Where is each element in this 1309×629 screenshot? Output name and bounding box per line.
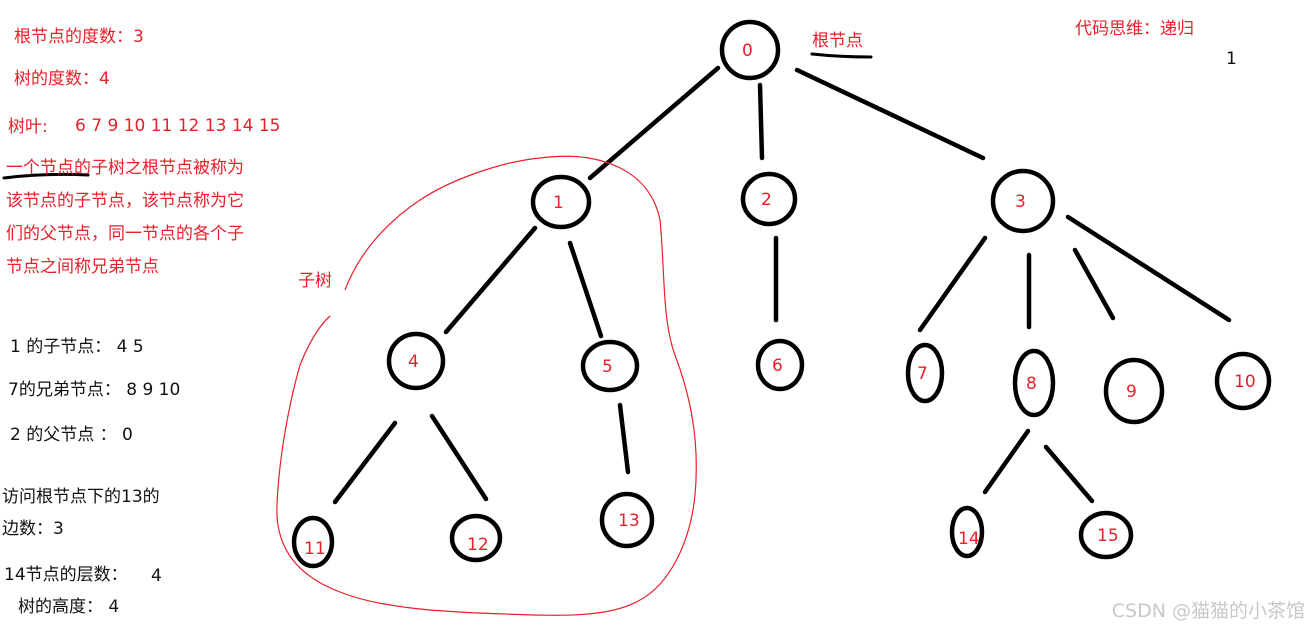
leaves-values: 6 7 9 10 11 12 13 14 15 — [75, 116, 281, 136]
node-circle-2 — [740, 171, 798, 227]
edges-to-13-note-line2: 边数：3 — [2, 519, 64, 539]
node-label-3: 3 — [1015, 192, 1026, 212]
node-label-9: 9 — [1126, 382, 1137, 402]
subtree-outline — [276, 155, 697, 616]
node-circle-7 — [905, 342, 945, 404]
subtree-label: 子树 — [298, 271, 332, 291]
root-degree-note: 根节点的度数：3 — [14, 27, 144, 47]
level-of-14-note: 14节点的层数： — [4, 565, 128, 585]
edge-0-3 — [794, 67, 986, 161]
node-circle-9 — [1103, 357, 1165, 425]
parent-of-2-note: 2 的父节点 ： 0 — [10, 425, 133, 445]
node-1: 1 — [530, 174, 592, 230]
approach-value: 1 — [1226, 49, 1237, 69]
node-10: 10 — [1214, 351, 1272, 411]
node-label-6: 6 — [772, 356, 783, 376]
node-circle-0 — [719, 19, 781, 81]
tree-edges — [332, 65, 1232, 505]
node-11: 11 — [291, 515, 335, 569]
node-label-10: 10 — [1234, 372, 1256, 392]
node-circle-11 — [291, 515, 335, 569]
edge-3-7 — [917, 235, 988, 333]
node-circle-13 — [599, 491, 655, 549]
node-12: 12 — [449, 513, 503, 563]
node-label-2: 2 — [761, 190, 772, 210]
level-of-14-value: 4 — [151, 566, 162, 586]
node-14: 14 — [949, 505, 985, 559]
node-2: 2 — [740, 171, 798, 227]
edges-to-13-note-line1: 访问根节点下的13的 — [2, 487, 160, 507]
watermark: CSDN @猫猫的小茶馆 — [1111, 600, 1305, 622]
root-label-underline — [810, 52, 873, 59]
siblings-of-7-note: 7的兄弟节点： 8 9 10 — [8, 380, 181, 400]
node-3: 3 — [990, 168, 1056, 234]
node-label-15: 15 — [1097, 526, 1119, 546]
tree-degree-note: 树的度数：4 — [14, 69, 110, 89]
node-label-11: 11 — [304, 539, 326, 559]
node-13: 13 — [599, 491, 655, 549]
tree-height-note: 树的高度： 4 — [18, 597, 120, 617]
node-label-7: 7 — [917, 364, 928, 384]
node-8: 8 — [1012, 348, 1056, 418]
approach-note: 代码思维：递归 — [1075, 19, 1194, 39]
children-of-1-note: 1 的子节点： 4 5 — [10, 337, 144, 357]
edge-4-12 — [429, 413, 489, 502]
node-6: 6 — [755, 338, 805, 392]
node-circle-4 — [386, 331, 446, 391]
node-label-5: 5 — [602, 357, 613, 377]
definition-underline — [2, 172, 90, 180]
node-circle-5 — [580, 339, 640, 393]
node-7: 7 — [905, 342, 945, 404]
node-9: 9 — [1103, 357, 1165, 425]
node-label-14: 14 — [958, 529, 980, 549]
node-circle-6 — [755, 338, 805, 392]
edge-5-13 — [617, 402, 631, 475]
edge-8-14 — [982, 428, 1031, 495]
edge-0-1 — [587, 65, 721, 181]
edge-0-2 — [757, 82, 765, 161]
node-label-12: 12 — [467, 535, 489, 555]
edge-8-15 — [1043, 444, 1095, 504]
edge-4-11 — [332, 420, 398, 505]
leaves-label: 树叶: — [8, 117, 48, 137]
node-15: 15 — [1078, 510, 1134, 560]
node-circle-8 — [1012, 348, 1056, 418]
root-label: 根节点 — [812, 31, 863, 51]
node-label-8: 8 — [1026, 374, 1037, 394]
edge-3-10 — [1065, 214, 1232, 323]
node-circle-12 — [449, 513, 503, 563]
edge-1-4 — [443, 225, 538, 335]
node-circle-3 — [990, 168, 1056, 234]
node-4: 4 — [386, 331, 446, 391]
edge-3-9 — [1072, 247, 1116, 321]
node-circle-1 — [530, 174, 592, 230]
node-circle-14 — [949, 505, 985, 559]
node-5: 5 — [580, 339, 640, 393]
node-label-1: 1 — [553, 193, 564, 213]
node-label-4: 4 — [408, 352, 419, 372]
node-label-0: 0 — [742, 41, 753, 61]
node-label-13: 13 — [618, 511, 640, 531]
edge-1-5 — [567, 240, 604, 339]
node-circle-15 — [1078, 510, 1134, 560]
node-circle-10 — [1214, 351, 1272, 411]
node-0: 0 — [719, 19, 781, 81]
definition-note: 一个节点的子树之根节点被称为该节点的子节点，该节点称为它们的父节点，同一节点的各… — [6, 158, 244, 277]
